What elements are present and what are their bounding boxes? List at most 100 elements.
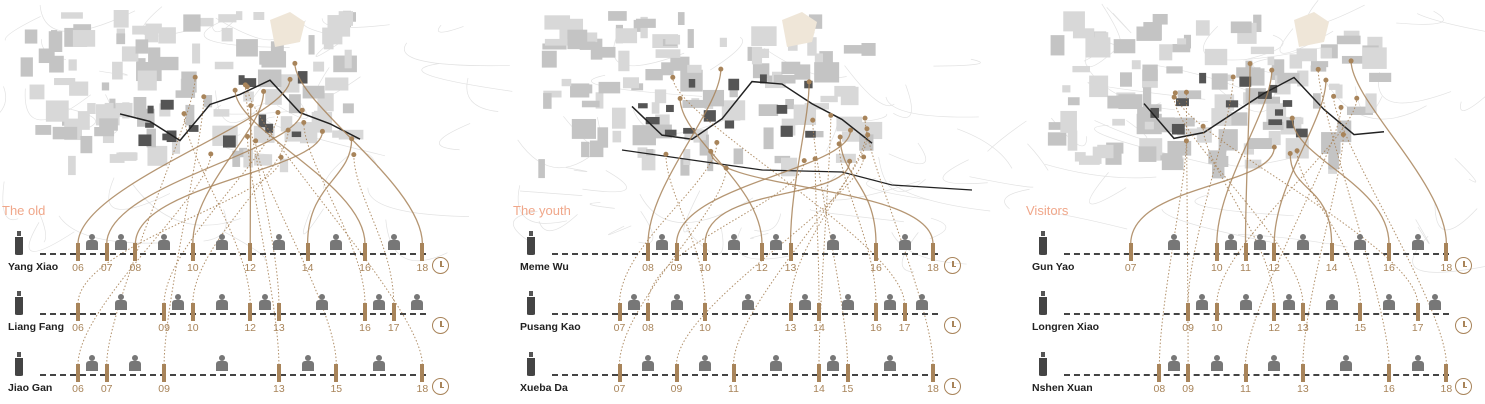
building-block	[581, 100, 600, 108]
group-label: The youth	[513, 203, 571, 218]
hour-marker	[391, 303, 396, 321]
street-line	[750, 233, 769, 239]
building-block	[203, 95, 213, 108]
location-point	[862, 115, 868, 121]
street-line	[957, 128, 1013, 169]
building-block	[72, 30, 96, 47]
activity-building	[291, 131, 302, 138]
group-label: The old	[2, 203, 46, 218]
location-point	[1289, 115, 1295, 121]
hour-label: 17	[898, 322, 911, 334]
building-block	[707, 150, 714, 172]
hour-label: 07	[100, 383, 113, 395]
building-block	[1097, 144, 1114, 159]
dining-icon	[1163, 355, 1185, 371]
building-block	[646, 149, 654, 156]
building-block	[814, 62, 840, 83]
street-line	[215, 90, 261, 124]
time-location-link	[306, 138, 353, 245]
location-point	[1172, 90, 1178, 96]
hour-marker	[788, 303, 793, 321]
time-location-link	[1187, 76, 1234, 305]
building-block	[785, 98, 794, 110]
building-block	[1152, 13, 1168, 25]
dining-icon	[81, 234, 103, 250]
time-location-link	[1244, 63, 1251, 245]
timeline-axis	[1064, 374, 1449, 376]
reading-desk-icon	[879, 355, 901, 371]
street-line	[1044, 163, 1157, 179]
building-block	[687, 29, 694, 48]
building-block	[99, 118, 118, 131]
location-point	[801, 158, 807, 164]
activity-building	[1258, 91, 1272, 99]
hour-marker	[190, 243, 195, 261]
hour-marker	[1157, 364, 1162, 382]
couple-icon	[110, 234, 132, 250]
building-block	[1262, 121, 1284, 130]
street-line	[1051, 212, 1128, 230]
person-name: Jiao Gan	[8, 382, 53, 394]
building-block	[302, 85, 325, 99]
clock-icon	[1455, 317, 1472, 334]
person-silhouette-icon	[1038, 231, 1048, 255]
street-line	[929, 217, 947, 240]
hour-label: 07	[613, 383, 626, 395]
building-block	[763, 127, 774, 150]
time-location-link	[839, 137, 877, 245]
activity-building	[683, 127, 695, 134]
time-location-link	[672, 77, 905, 305]
hour-marker	[1300, 364, 1305, 382]
building-block	[1142, 64, 1158, 82]
hour-label: 09	[1182, 383, 1194, 395]
building-block	[608, 11, 627, 21]
hour-marker	[363, 303, 367, 321]
location-point	[244, 134, 250, 140]
building-block	[655, 49, 681, 58]
building-block	[758, 104, 779, 117]
street-line	[203, 209, 227, 242]
time-location-link	[77, 79, 291, 245]
person-silhouette-icon	[14, 231, 24, 255]
location-point	[670, 74, 676, 80]
hour-label: 10	[1210, 262, 1223, 274]
building-block	[116, 33, 126, 45]
building-block	[175, 90, 196, 98]
street-line	[754, 213, 782, 232]
building-block	[1072, 65, 1090, 73]
hour-marker	[363, 243, 367, 261]
location-point	[287, 76, 293, 82]
building-block	[342, 103, 354, 114]
building-block	[645, 69, 663, 81]
building-block	[198, 17, 214, 27]
hour-label: 10	[186, 322, 199, 334]
street-line	[1106, 7, 1132, 34]
building-block	[773, 74, 796, 84]
location-point	[1340, 132, 1346, 138]
building-block	[661, 62, 674, 76]
hour-label: 14	[813, 383, 825, 395]
sleep-icon	[268, 234, 290, 250]
location-point	[292, 60, 298, 66]
time-location-link	[704, 161, 851, 245]
activity-building	[638, 103, 648, 109]
building-block	[338, 11, 354, 26]
hour-label: 16	[870, 262, 882, 274]
hour-label: 12	[244, 322, 257, 334]
location-point	[1271, 144, 1277, 150]
hour-marker	[788, 243, 793, 261]
location-point	[1315, 66, 1321, 72]
building-block	[670, 56, 690, 71]
building-block	[1336, 35, 1361, 45]
building-block	[1268, 130, 1281, 146]
time-location-link	[665, 154, 706, 305]
hour-marker	[1272, 303, 1277, 321]
person-name: Meme Wu	[520, 261, 569, 273]
hour-marker	[1214, 243, 1219, 261]
building-block	[1072, 28, 1095, 39]
activity-building	[1171, 123, 1185, 135]
location-point	[1294, 148, 1300, 154]
hour-marker	[845, 364, 850, 382]
hour-marker	[162, 303, 167, 321]
walking-icon	[737, 294, 759, 310]
